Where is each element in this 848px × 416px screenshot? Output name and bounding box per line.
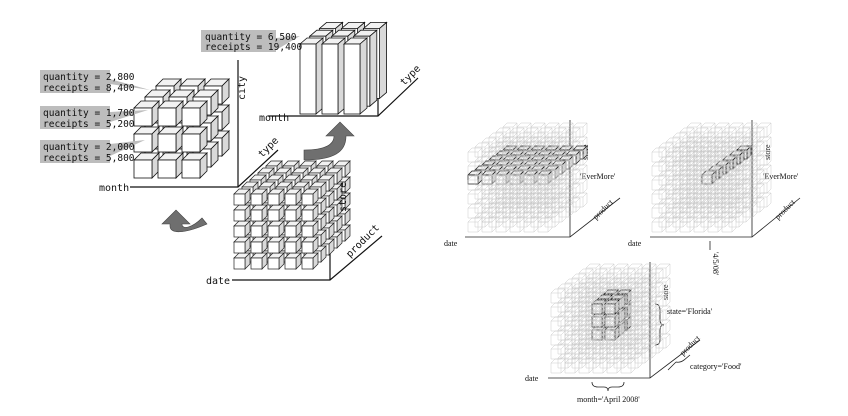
dense-cell — [250, 220, 268, 238]
cube-date-store-product: date store product — [206, 160, 383, 287]
dense-cell — [301, 188, 319, 206]
type-city-month-cell — [157, 126, 184, 153]
type-month-bar — [298, 37, 325, 115]
dense-cell — [267, 220, 285, 238]
callout-1: quantity = 2,800 receipts = 8,400 — [40, 70, 150, 94]
dense-cell — [301, 252, 319, 270]
type-city-month-cell — [181, 152, 208, 179]
ghost-grid — [550, 263, 671, 374]
dense-cell — [267, 252, 285, 270]
dense-cell — [267, 236, 285, 254]
callout-receipts: receipts = 5,200 — [43, 119, 135, 130]
cuboid-type-month: month type quantity = 6,500 receipts = 1… — [201, 21, 423, 124]
cuboid-type-city-month: month city type quantity = 2,800 receipt… — [40, 60, 281, 194]
dense-cell — [233, 236, 251, 254]
axis-label-store: store — [338, 182, 349, 212]
axis-label-date: date — [525, 374, 539, 383]
type-month-bars — [298, 21, 388, 115]
cube-dice-subcube: date store product state='Florida' categ… — [525, 262, 742, 404]
callout-2: quantity = 1,700 receipts = 5,200 — [40, 106, 148, 130]
rollup-arrow-up — [161, 209, 208, 233]
type-city-month-cell — [181, 126, 208, 153]
dense-cell — [301, 220, 319, 238]
dense-cell — [284, 252, 302, 270]
type-city-month-cubes — [133, 78, 230, 179]
cube-slice-store: date store product 'EverMore' — [444, 120, 621, 248]
callout-type-month: quantity = 6,500 receipts = 19,400 — [201, 30, 303, 53]
callout-receipts: receipts = 19,400 — [205, 42, 303, 53]
dense-cell — [267, 204, 285, 222]
callout-receipts: receipts = 5,800 — [43, 153, 135, 164]
dense-cell — [233, 204, 251, 222]
axis-label-store: store — [763, 144, 772, 160]
dense-cell — [250, 188, 268, 206]
axis-label-product: product — [773, 197, 797, 221]
dense-cell — [250, 204, 268, 222]
axis-label-month: month — [99, 183, 129, 194]
right-panel: date store product 'EverMore' date store… — [444, 120, 801, 404]
month-filter-label: month='April 2008' — [577, 395, 640, 404]
dense-cell — [284, 236, 302, 254]
type-city-month-cell — [181, 100, 208, 127]
cube-dice-store-date: date store product 'EverMore' '4/5/08' — [628, 120, 801, 276]
axis-label-product: product — [678, 333, 702, 357]
dice-date-value: '4/5/08' — [711, 252, 720, 276]
category-filter-label: category='Food' — [690, 362, 742, 371]
axis-label-product: product — [591, 197, 615, 221]
state-filter-label: state='Florida' — [667, 307, 713, 316]
left-panel: month type quantity = 6,500 receipts = 1… — [40, 21, 423, 287]
slice-store-value: 'EverMore' — [580, 172, 616, 181]
dense-cell — [233, 188, 251, 206]
dense-cell — [284, 204, 302, 222]
callout-quantity: quantity = 6,500 — [205, 32, 297, 43]
dense-cube — [233, 160, 351, 270]
callout-3: quantity = 2,000 receipts = 5,800 — [40, 140, 145, 164]
type-month-bar — [342, 37, 369, 115]
type-city-month-cell — [157, 152, 184, 179]
type-month-bar — [320, 37, 347, 115]
axis-label-month: month — [259, 113, 289, 124]
dense-cell — [250, 236, 268, 254]
dense-cell — [233, 252, 251, 270]
dense-cell — [284, 188, 302, 206]
callout-receipts: receipts = 8,400 — [43, 83, 135, 94]
type-city-month-cell — [133, 126, 160, 153]
axis-label-type: type — [256, 135, 281, 160]
axis-label-date: date — [444, 239, 458, 248]
dense-cell — [250, 252, 268, 270]
dense-cell — [284, 220, 302, 238]
dice-store-value: 'EverMore' — [763, 172, 799, 181]
axis-label-date: date — [628, 239, 642, 248]
dense-cell — [301, 236, 319, 254]
rollup-arrow-right — [303, 121, 355, 161]
ghost-grid — [651, 122, 772, 233]
dense-cell — [233, 220, 251, 238]
axis-label-city: city — [237, 76, 248, 100]
callout-quantity: quantity = 2,000 — [43, 142, 135, 153]
axis-label-date: date — [206, 276, 230, 287]
dense-cell — [301, 204, 319, 222]
dense-cell — [267, 188, 285, 206]
ghost-grid — [467, 122, 588, 233]
type-city-month-cell — [157, 100, 184, 127]
callout-quantity: quantity = 1,700 — [43, 108, 135, 119]
type-city-month-cell — [133, 152, 160, 179]
callout-quantity: quantity = 2,800 — [43, 72, 135, 83]
type-city-month-cell — [133, 100, 160, 127]
